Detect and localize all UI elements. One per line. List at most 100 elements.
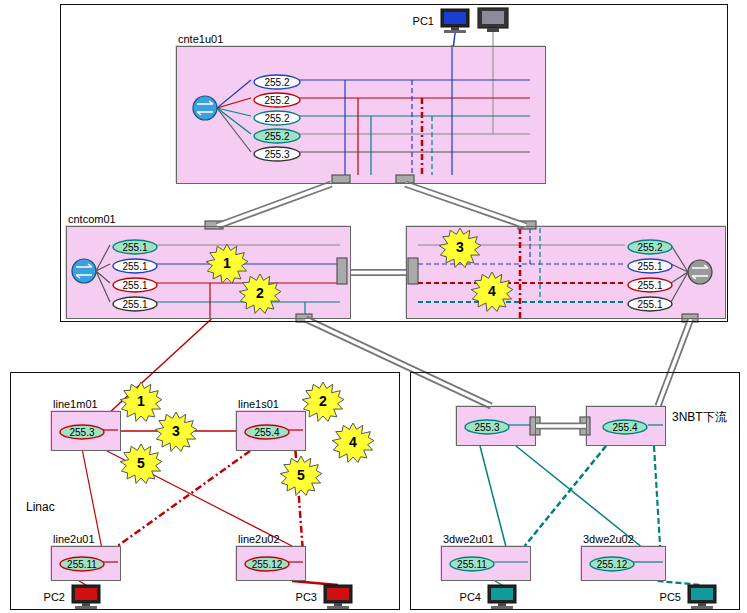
vlan-oval: 255.1: [627, 277, 673, 293]
node-label: 3dwe2u01: [443, 533, 494, 545]
switch-box: 255.2255.1255.1255.134: [406, 226, 726, 319]
trunk-outer: [217, 184, 331, 226]
monitor-frame: [324, 585, 352, 603]
star-outline: [280, 456, 322, 495]
fault-star: 2: [301, 381, 345, 423]
pc-terminal: PC4: [485, 585, 519, 609]
callout-number: 5: [297, 468, 305, 483]
vlan-oval: 255.2: [253, 110, 301, 126]
network-frame: PC1cnte1u01255.2255.2255.2255.2255.3cntc…: [60, 4, 728, 322]
box-fill: [580, 545, 665, 580]
vlan-address: 255.2: [264, 77, 289, 88]
vlan-oval: 255.2: [627, 239, 673, 255]
monitor-base: [327, 606, 349, 609]
monitor-stand: [451, 27, 459, 30]
oval-outline: [603, 420, 647, 434]
vlan-address: 255.11: [457, 559, 487, 570]
vlan-address: 255.1: [122, 280, 147, 291]
oval-outline: [450, 557, 494, 571]
callout-number: 3: [456, 240, 464, 255]
link-line: [525, 446, 606, 546]
trunk-link: [405, 184, 526, 226]
vlan-oval: 255.1: [112, 296, 158, 312]
vlan-oval: 255.1: [112, 239, 158, 255]
vlan-oval: 255.1: [627, 296, 673, 312]
link-line: [516, 446, 641, 546]
pc-label: PC4: [460, 591, 481, 603]
node-label: cnte1u01: [178, 33, 223, 45]
vlan-address: 255.2: [264, 113, 289, 124]
oval-outline: [60, 557, 104, 571]
box-fill: [440, 545, 530, 580]
trunk-outer: [658, 319, 691, 406]
vlan-address: 255.12: [597, 559, 628, 570]
vlan-oval: 255.2: [253, 128, 301, 144]
callout-number: 5: [137, 456, 145, 471]
network-link: [83, 451, 102, 546]
link-line: [454, 33, 456, 46]
network-link: [118, 451, 251, 546]
callout-number: 1: [223, 256, 231, 271]
fault-star: 5: [119, 443, 163, 485]
oval-outline: [113, 278, 157, 292]
vlan-oval: 255.3: [59, 424, 105, 440]
pc-terminal: PC2: [69, 585, 103, 609]
fault-star: 2: [238, 273, 282, 315]
oval-outline: [465, 420, 509, 434]
vlan-oval: 255.4: [602, 419, 648, 435]
monitor-frame: [488, 585, 516, 603]
port: [408, 258, 418, 284]
port: [332, 175, 350, 183]
pc-icon: [438, 9, 472, 33]
vlan-address: 255.1: [637, 299, 662, 310]
vlan-oval: 255.2: [253, 74, 301, 90]
network-link: [516, 446, 641, 546]
link-line: [658, 581, 703, 585]
network-link: [495, 581, 502, 585]
wire: [418, 228, 688, 318]
vlan-address: 255.2: [637, 242, 662, 253]
port: [337, 258, 347, 284]
router-icon: [72, 259, 96, 283]
node-label: line2u02: [238, 533, 280, 545]
fault-star: 3: [438, 227, 482, 269]
star-outline: [239, 274, 281, 313]
fault-star: 3: [154, 411, 198, 453]
callout-number: 4: [488, 284, 496, 299]
callout-number: 2: [256, 286, 264, 301]
monitor-screen: [444, 12, 466, 24]
port: [396, 175, 414, 183]
switch-box: cntcom01255.1255.1255.1255.112: [66, 226, 351, 319]
vlan-oval: 255.2: [253, 92, 301, 108]
trunk-link: [536, 426, 586, 427]
pc-icon: [685, 585, 719, 609]
callout-number: 4: [349, 435, 357, 450]
oval-outline: [628, 278, 672, 292]
switch-box: cnte1u01255.2255.2255.2255.2255.3: [176, 46, 546, 184]
switch-box: 255.4: [586, 406, 666, 446]
oval-outline: [254, 75, 300, 89]
link-line: [111, 319, 211, 411]
network-link: [525, 446, 606, 546]
vlan-address: 255.1: [637, 280, 662, 291]
vlan-oval: 255.4: [244, 424, 290, 440]
box-fill: [405, 225, 725, 318]
monitor-stand: [82, 603, 90, 606]
monitor-screen: [327, 588, 349, 600]
monitor-base: [75, 606, 97, 609]
switch-box: line2u01255.11: [51, 546, 121, 581]
monitor-icon: [478, 8, 508, 32]
network-link: [480, 446, 506, 546]
oval-outline: [254, 93, 300, 107]
callout-number: 1: [137, 394, 145, 409]
link-line: [654, 446, 660, 546]
switch-box: 3dwe2u02255.12: [581, 546, 666, 581]
vlan-oval: 255.11: [59, 556, 105, 572]
box-fill: [50, 410, 120, 450]
box-fill: [235, 545, 305, 580]
node-label: 3NBT下流: [672, 411, 727, 424]
switch-box: line1s01255.4: [236, 411, 306, 451]
monitor-frame: [688, 585, 716, 603]
fault-star: 4: [331, 422, 375, 464]
trunk-inner: [405, 184, 526, 226]
